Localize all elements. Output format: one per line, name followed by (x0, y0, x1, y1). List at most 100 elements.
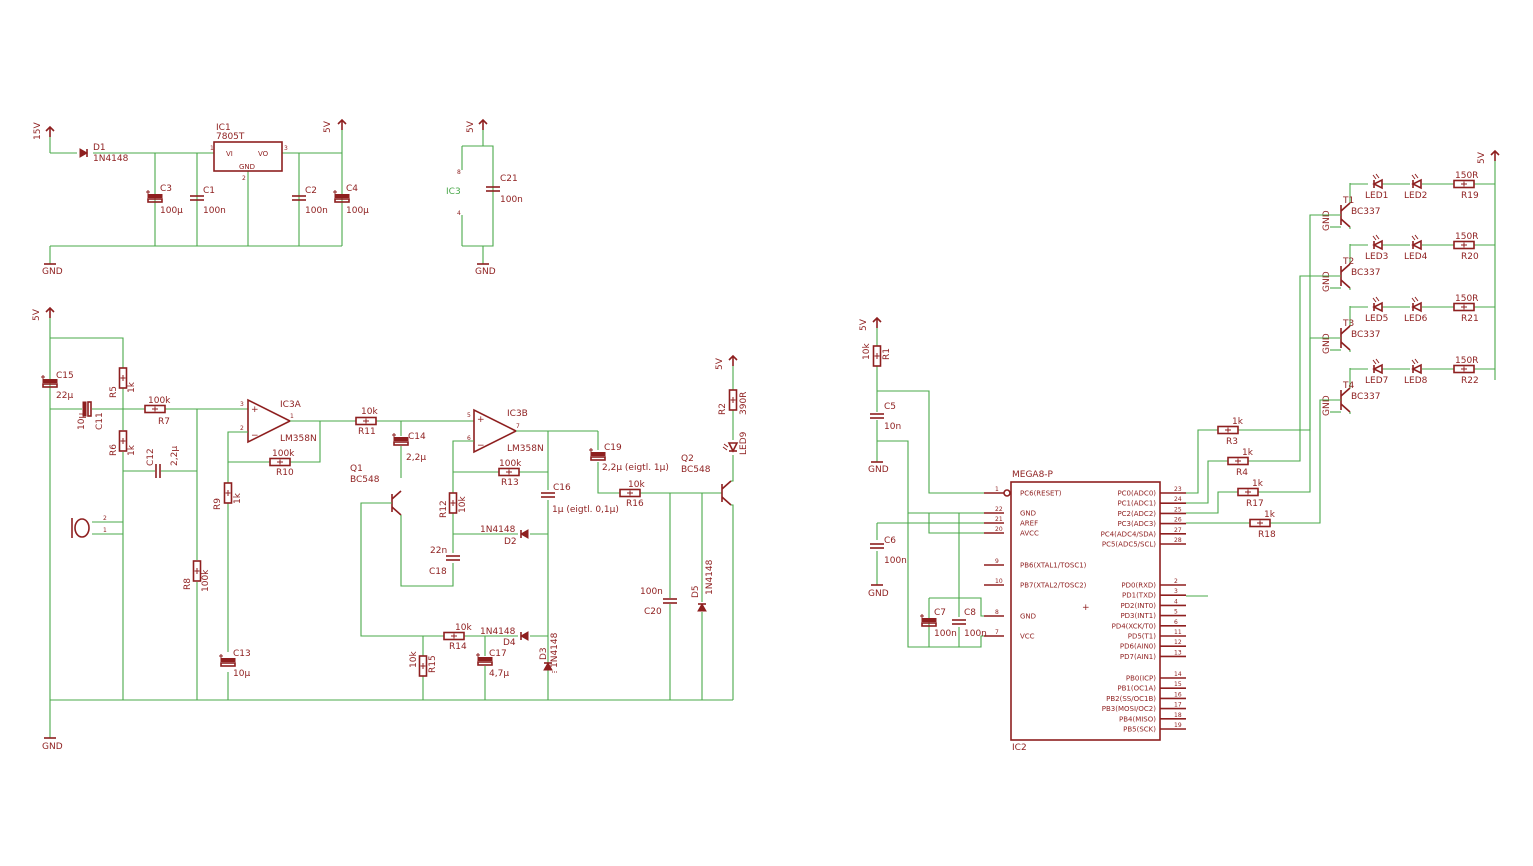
transistor-value: BC337 (1351, 207, 1380, 217)
resistor-name: R20 (1461, 252, 1479, 262)
c8-name: C8 (964, 608, 976, 618)
c11-value: 10µ (77, 413, 87, 430)
c17-name: C17 (489, 649, 507, 659)
ic2-left-pin-number: 20 (995, 526, 1003, 533)
c4-name: C4 (346, 184, 358, 194)
c6-name: C6 (884, 536, 896, 546)
ic3b-value: LM358N (507, 444, 544, 454)
ic2-right-pin-number: 27 (1174, 527, 1182, 534)
resistor-r6 (118, 430, 128, 452)
gnd-label: GND (42, 267, 63, 277)
transistor-value: BC337 (1351, 392, 1380, 402)
ic2-right-pin-number: 23 (1174, 486, 1182, 493)
opamp-ic3a: + − (247, 398, 292, 444)
transistor-name: T4 (1342, 381, 1354, 391)
d2-name: D2 (504, 537, 517, 547)
led-name: LED3 (1365, 252, 1388, 262)
ic1-vi: VI (226, 150, 233, 158)
c18-value: 22n (430, 546, 447, 556)
r9-name: R9 (213, 498, 223, 510)
d3-name: D3 (539, 647, 549, 660)
resistor-r5 (118, 367, 128, 389)
r16-value: 10k (628, 480, 645, 490)
ic2-left-pin-name: AVCC (1020, 530, 1039, 538)
ic2-right-pin-name: PD0(RXD) (1121, 582, 1156, 590)
ic2-left-pin-name: VCC (1020, 633, 1035, 641)
ic2-right-pin-name: PB5(SCK) (1123, 726, 1156, 734)
d1-name: D1 (93, 143, 106, 153)
r10-name: R10 (276, 468, 294, 478)
ic3b-pin5: 5 (467, 412, 471, 419)
c19-value: 2,2µ (eigtl. 1µ) (602, 463, 669, 473)
r8-value: 100k (201, 569, 211, 592)
ic1-value: 7805T (216, 132, 245, 142)
regulator-ic1 (213, 141, 283, 172)
ic2-right-pin-name: PD7(AIN1) (1120, 653, 1156, 661)
cap-c12 (155, 463, 161, 479)
power-5v-label-6: 5V (1477, 151, 1487, 164)
led-led1 (1372, 173, 1383, 190)
resistor-name: R21 (1461, 314, 1479, 324)
ic3a-value: LM358N (280, 434, 317, 444)
ic2-right-pin-number: 4 (1174, 598, 1178, 605)
ic2-right-pin-name: PC1(ADC1) (1117, 500, 1156, 508)
c7-value: 100n (934, 629, 957, 639)
svg-text:−: − (477, 441, 485, 451)
c5-name: C5 (884, 402, 896, 412)
led-led3 (1372, 234, 1383, 251)
resistor-r16 (619, 488, 641, 498)
ic2-right-pin-number: 2 (1174, 578, 1178, 585)
power-5v-label-5: 5V (859, 318, 869, 331)
r11-name: R11 (358, 427, 376, 437)
power-5v-symbol-2 (478, 119, 488, 131)
power-5v-symbol-3 (45, 307, 55, 319)
ic2-right-pin-number: 26 (1174, 517, 1182, 524)
power-5v-symbol-4 (728, 355, 738, 367)
base-resistor-value: 1k (1242, 448, 1254, 458)
transistor-q2 (721, 480, 732, 506)
d5-value: 1N4148 (705, 559, 715, 595)
led-name: LED2 (1404, 191, 1427, 201)
ic2-right-pin-name: PD6(AIN0) (1120, 643, 1156, 651)
c4-value: 100µ (346, 206, 369, 216)
power-5v-label: 5V (323, 120, 333, 133)
r14-name: R14 (449, 642, 467, 652)
c1-value: 100n (203, 206, 226, 216)
resistor-r22 (1453, 364, 1475, 374)
base-resistor-name: R17 (1246, 499, 1264, 509)
c21-value: 100n (500, 195, 523, 205)
r11-value: 10k (361, 407, 378, 417)
base-resistor-value: 1k (1232, 417, 1244, 427)
led-led2 (1411, 173, 1422, 190)
transistor-value: BC337 (1351, 268, 1380, 278)
d3-value: 1N4148 (550, 632, 560, 668)
power-5v-label-3: 5V (32, 308, 42, 321)
cap-c11 (82, 401, 92, 417)
r9-value: 1k (233, 492, 243, 504)
decoupling-section: 5V GND 8 4 IC3 C21 100n (446, 119, 523, 277)
ic1-pin1: 1 (210, 145, 214, 152)
resistor-value: 150R (1455, 171, 1478, 181)
c19-name: C19 (604, 443, 622, 453)
ic2-right-pin-number: 3 (1174, 588, 1178, 595)
gnd-label-4: GND (868, 465, 889, 475)
resistor-r14 (443, 631, 465, 641)
power-15v-label: 15V (33, 122, 43, 140)
ic2-left-pin-number: 1 (995, 486, 999, 493)
mic-pin2: 2 (103, 515, 107, 522)
ic1-pin2: 2 (242, 175, 246, 182)
resistor-r17 (1237, 487, 1259, 497)
diode-d5 (697, 603, 707, 612)
transistor-name: T2 (1342, 257, 1354, 267)
resistor-r7 (144, 404, 166, 414)
c2-value: 100n (305, 206, 328, 216)
ic2-left-pin-number: 7 (995, 629, 999, 636)
ic1-gnd: GND (239, 163, 255, 171)
ic2-right-pin-number: 25 (1174, 506, 1182, 513)
r13-value: 100k (499, 459, 522, 469)
base-resistor-value: 1k (1264, 510, 1276, 520)
ic2-left-pin-name: PC6(RESET) (1020, 490, 1062, 498)
power-5v-symbol-5 (872, 317, 882, 329)
cap-c14 (391, 432, 409, 446)
